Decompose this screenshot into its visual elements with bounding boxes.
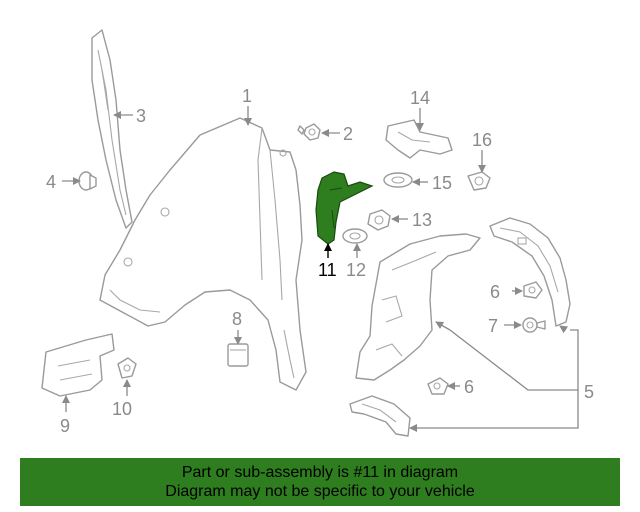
splash-shield-part-9 xyxy=(41,333,115,397)
callout-13: 13 xyxy=(412,210,432,230)
bracket-part-14 xyxy=(385,119,453,159)
callout-8: 8 xyxy=(232,309,242,329)
wheelhouse-liner-part-5 xyxy=(355,217,571,381)
banner-line-disclaimer: Diagram may not be specific to your vehi… xyxy=(165,483,475,500)
grommet-part-12 xyxy=(342,228,368,244)
callout-labels: 1 2 3 4 5 6 6 7 8 9 10 11 12 13 14 15 16 xyxy=(46,86,594,436)
callout-9: 9 xyxy=(60,416,70,436)
callout-1: 1 xyxy=(242,86,252,106)
push-clip-part-16 xyxy=(467,171,491,191)
callout-4: 4 xyxy=(46,172,56,192)
callout-14: 14 xyxy=(410,88,430,108)
callout-10: 10 xyxy=(112,399,132,419)
clip-part-13 xyxy=(367,209,391,231)
info-banner: Part or sub-assembly is #11 in diagram D… xyxy=(20,458,620,506)
clip-part-4 xyxy=(78,171,97,191)
callout-16: 16 xyxy=(472,130,492,150)
lower-bracket-part-5 xyxy=(349,395,411,437)
callout-11: 11 xyxy=(318,260,337,280)
callout-7: 7 xyxy=(488,316,498,336)
bolt-part-7 xyxy=(522,317,546,333)
callout-5: 5 xyxy=(584,382,594,402)
parts-diagram: 1 2 3 4 5 6 6 7 8 9 10 11 12 13 14 15 16 xyxy=(41,29,594,437)
callout-6-lower: 6 xyxy=(464,377,474,397)
callout-3: 3 xyxy=(136,106,146,126)
highlighted-deflector-part-11 xyxy=(315,171,374,245)
grommet-part-15 xyxy=(383,172,413,188)
push-clip-part-10 xyxy=(117,357,137,379)
bolt-part-2 xyxy=(297,123,321,141)
clip-part-6-lower xyxy=(427,377,449,395)
callout-12: 12 xyxy=(346,260,366,280)
clip-part-6-upper xyxy=(523,281,543,299)
plug-part-8 xyxy=(227,343,249,367)
fender-insulator-part xyxy=(91,29,133,229)
front-fender-part xyxy=(99,117,307,391)
callout-15: 15 xyxy=(432,173,452,193)
banner-line-part-number: Part or sub-assembly is #11 in diagram xyxy=(181,464,459,481)
callout-6-upper: 6 xyxy=(490,282,500,302)
leader-lines xyxy=(62,106,579,432)
callout-2: 2 xyxy=(343,124,353,144)
